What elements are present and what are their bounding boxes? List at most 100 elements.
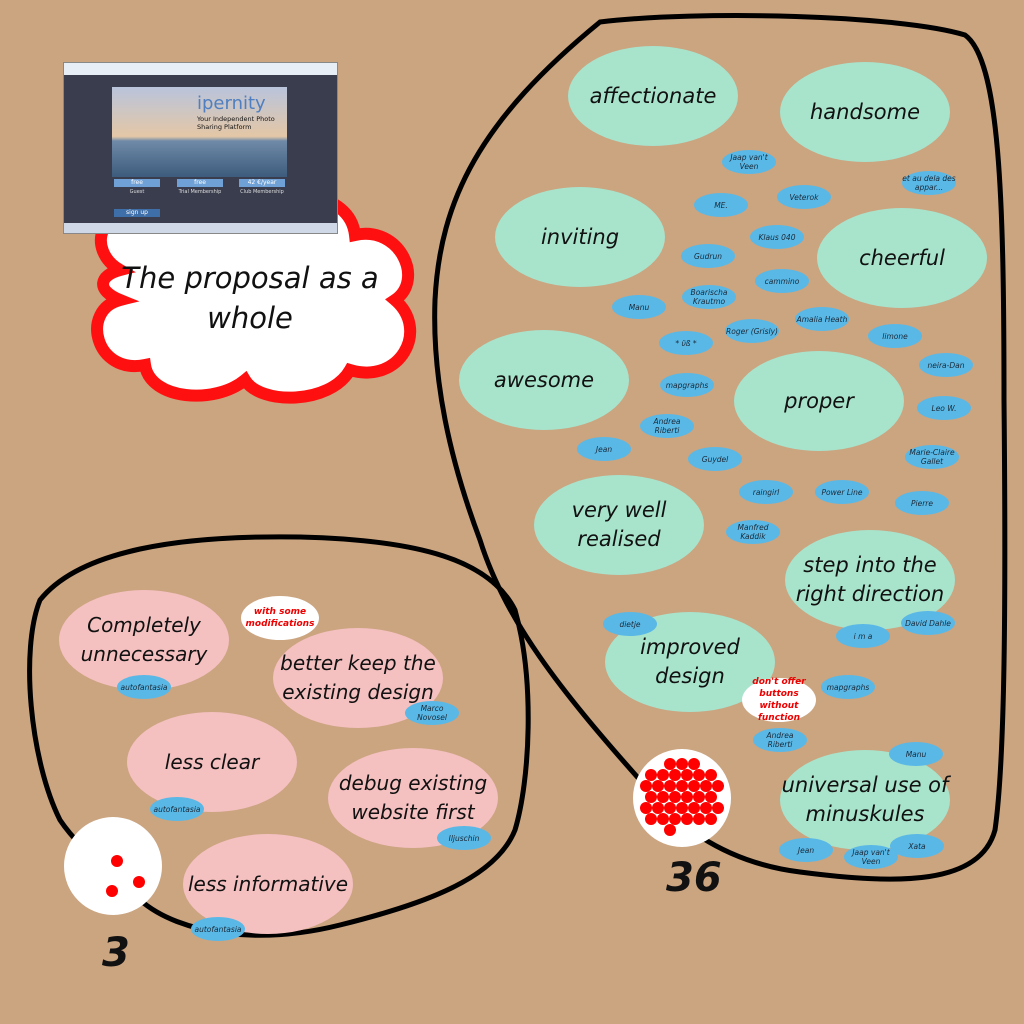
user-badge: Amalia Heath (795, 307, 849, 331)
vote-dot (652, 780, 664, 792)
positive-group-outline (432, 13, 1008, 882)
vote-dot (681, 769, 693, 781)
cloud-title: The proposal as a whole (121, 261, 379, 335)
vote-dot (681, 791, 693, 803)
user-badge: limone (868, 324, 922, 348)
vote-dot (640, 802, 652, 814)
positive-opinion: affectionate (568, 46, 738, 146)
plan-name: Club Membership (240, 189, 284, 195)
user-badge: David Dahle (901, 611, 955, 635)
lake-photo (112, 87, 287, 177)
vote-dot (688, 780, 700, 792)
vote-dot (693, 791, 705, 803)
vote-dot (676, 802, 688, 814)
user-badge: Marco Novosel (405, 701, 459, 725)
vote-dot (664, 780, 676, 792)
user-badge: Manu (889, 742, 943, 766)
plan-name: Guest (129, 189, 145, 195)
user-badge: Gudrun (681, 244, 735, 268)
vote-dot (693, 769, 705, 781)
user-badge: autofantasia (191, 917, 245, 941)
negative-count: 3 (102, 930, 130, 976)
vote-dot (712, 802, 724, 814)
vote-dot (700, 802, 712, 814)
vote-dot (645, 791, 657, 803)
vote-dot (645, 769, 657, 781)
user-badge: raingirl (739, 480, 793, 504)
vote-dot (669, 791, 681, 803)
plan-price: 42 €/year (239, 179, 285, 187)
vote-dot (705, 813, 717, 825)
comment-note: don't offer buttons without function (742, 677, 816, 723)
vote-dot (705, 769, 717, 781)
user-badge: Jaap van't Veen (844, 845, 898, 869)
user-badge: i m a (836, 624, 890, 648)
vote-dot (664, 802, 676, 814)
negative-vote-circle (64, 817, 162, 915)
user-badge: Manu (612, 295, 666, 319)
user-badge: cammino (755, 269, 809, 293)
user-badge: Boarischa Krautmo (682, 285, 736, 309)
user-badge: et au dela des appar... (902, 171, 956, 195)
positive-opinion: handsome (780, 62, 950, 162)
user-badge: Leo W. (917, 396, 971, 420)
site-tagline: Your Independent Photo Sharing Platform (197, 115, 275, 131)
vote-dot (712, 780, 724, 792)
user-badge: mapgraphs (821, 675, 875, 699)
signup-button: sign up (114, 209, 160, 217)
user-badge: Jean (779, 838, 833, 862)
vote-dot (705, 791, 717, 803)
plan-price: free (177, 179, 223, 187)
negative-opinion: less clear (127, 712, 297, 812)
vote-dot (664, 824, 676, 836)
vote-dot (111, 855, 123, 867)
negative-opinion: better keep the existing design (273, 628, 443, 728)
negative-opinion: Completely unnecessary (59, 590, 229, 690)
vote-dot (700, 780, 712, 792)
vote-dot (669, 813, 681, 825)
positive-opinion: step into the right direction (785, 530, 955, 630)
vote-dot (645, 813, 657, 825)
user-badge: Power Line (815, 480, 869, 504)
user-badge: Iljuschin (437, 826, 491, 850)
vote-dot (693, 813, 705, 825)
user-badge: ME. (694, 193, 748, 217)
user-badge: * ϋß * (659, 331, 713, 355)
vote-dot (688, 758, 700, 770)
positive-opinion: very well realised (534, 475, 704, 575)
vote-dot (106, 885, 118, 897)
vote-dot (657, 791, 669, 803)
positive-opinion: proper (734, 351, 904, 451)
positive-opinion: inviting (495, 187, 665, 287)
comment-note: with some modifications (241, 596, 319, 640)
user-badge: autofantasia (117, 675, 171, 699)
user-badge: Xata (890, 834, 944, 858)
user-badge: mapgraphs (660, 373, 714, 397)
vote-dot (133, 876, 145, 888)
user-badge: neira-Dan (919, 353, 973, 377)
user-badge: dietje (603, 612, 657, 636)
user-badge: Pierre (895, 491, 949, 515)
user-badge: Klaus 040 (750, 225, 804, 249)
user-badge: Jaap van't Veen (722, 150, 776, 174)
user-badge: Guydel (688, 447, 742, 471)
user-badge: Andrea Riberti (640, 414, 694, 438)
negative-group-outline (27, 534, 531, 938)
user-badge: Jean (577, 437, 631, 461)
vote-dot (676, 780, 688, 792)
taskbar (64, 223, 337, 233)
site-logo: ipernity (197, 93, 266, 114)
vote-dot (640, 780, 652, 792)
user-badge: Roger (Grisly) (725, 319, 779, 343)
positive-count: 36 (666, 855, 722, 901)
vote-dot (664, 758, 676, 770)
positive-opinion: awesome (459, 330, 629, 430)
user-badge: Andrea Riberti (753, 728, 807, 752)
vote-dot (657, 769, 669, 781)
browser-bar (64, 63, 337, 75)
vote-dot (652, 802, 664, 814)
user-badge: autofantasia (150, 797, 204, 821)
plan-name: Trial Membership (178, 189, 222, 195)
positive-opinion: universal use of minuskules (780, 750, 950, 850)
